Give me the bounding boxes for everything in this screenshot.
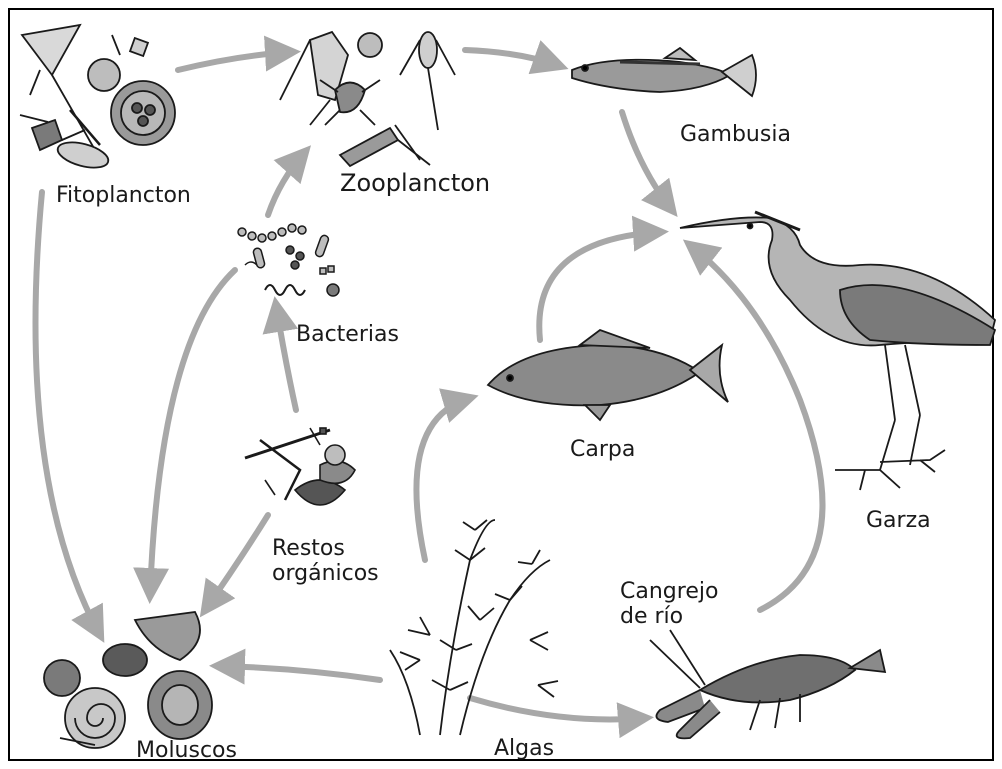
label-garza: Garza [866, 508, 931, 533]
fitoplancton-illustration [20, 25, 175, 172]
label-cangrejo-de-rio: Cangrejo de río [620, 579, 718, 630]
bacterias-illustration [238, 224, 339, 296]
label-algas: Algas [494, 736, 554, 761]
label-restos-organicos: Restos orgánicos [272, 536, 379, 587]
arrow-restos-bacterias [276, 305, 296, 410]
arrow-restos-moluscos [205, 515, 268, 610]
arrow-gambusia-garza [622, 112, 672, 210]
moluscos-illustration [44, 612, 212, 748]
arrow-fitoplancton-moluscos [35, 192, 100, 635]
zooplancton-illustration [280, 32, 455, 166]
cangrejo-illustration [650, 630, 885, 738]
label-gambusia: Gambusia [680, 122, 791, 147]
label-zooplancton: Zooplancton [340, 170, 490, 198]
algas-illustration [390, 520, 558, 735]
arrow-algas-moluscos [218, 666, 380, 680]
arrow-zooplancton-gambusia [465, 50, 560, 66]
carpa-illustration [488, 330, 728, 420]
arrow-bacterias-zooplancton [268, 152, 305, 215]
garza-illustration [680, 212, 995, 490]
arrow-bacterias-moluscos [150, 270, 235, 595]
label-moluscos: Moluscos [136, 738, 237, 763]
label-carpa: Carpa [570, 437, 635, 462]
label-fitoplancton: Fitoplancton [56, 183, 191, 208]
arrow-algas-carpa [416, 398, 470, 560]
arrow-fitoplancton-zooplancton [178, 52, 292, 70]
restos-organicos-illustration [245, 428, 355, 505]
label-bacterias: Bacterias [296, 322, 399, 347]
gambusia-illustration [572, 48, 756, 96]
arrow-algas-cangrejo [470, 698, 645, 719]
arrow-carpa-garza [539, 232, 660, 340]
